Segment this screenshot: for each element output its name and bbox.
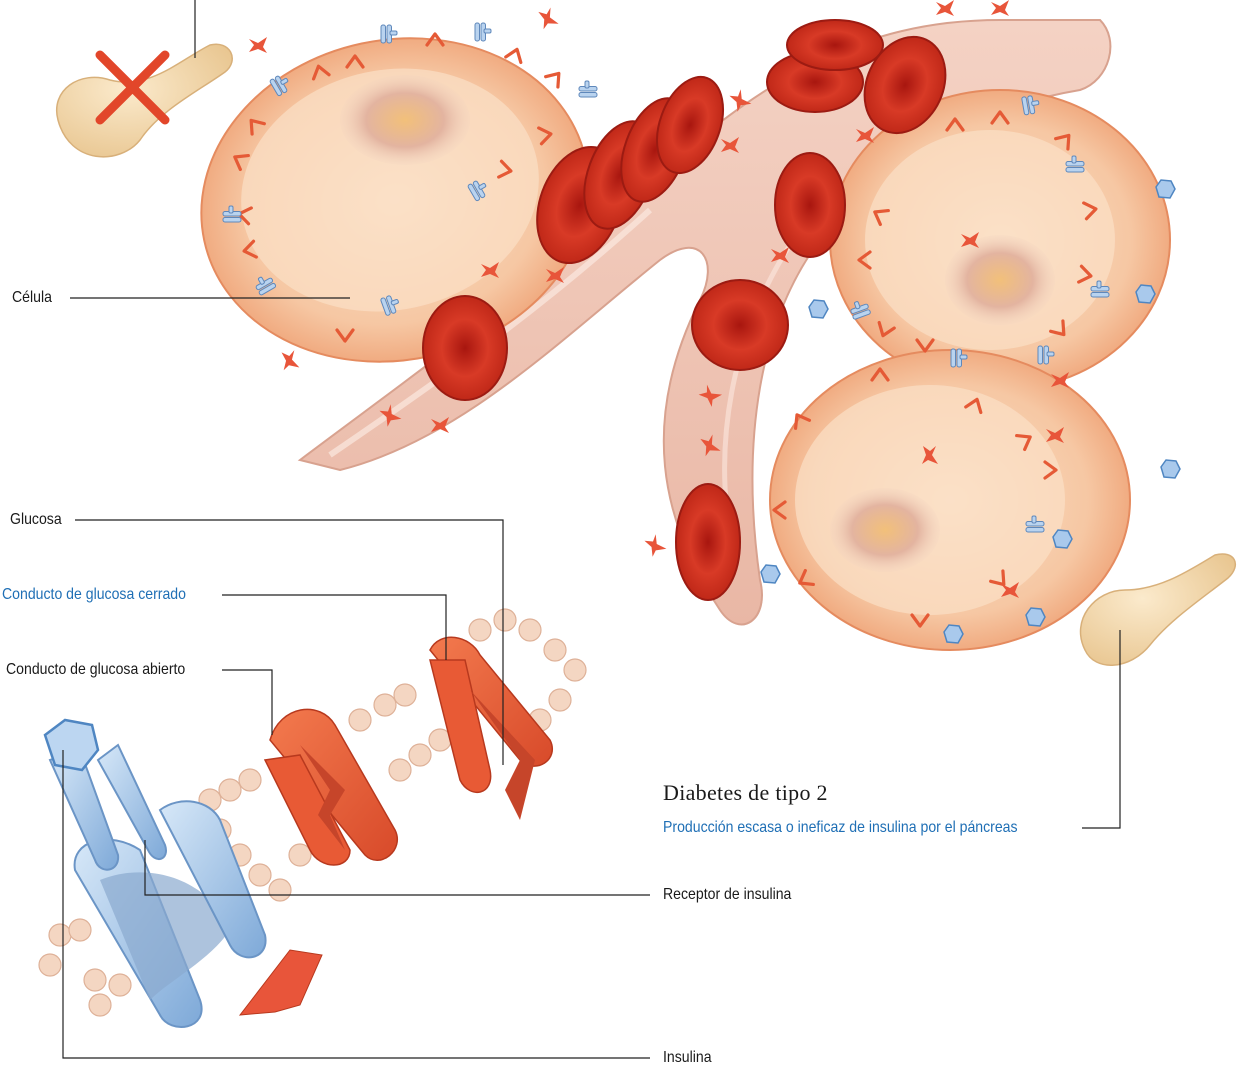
cell-right-lower [770, 350, 1130, 650]
nucleus [830, 488, 940, 572]
nucleus [945, 235, 1055, 325]
insulin-receptor-3d [45, 720, 266, 1027]
label-glucose: Glucosa [10, 511, 62, 529]
nucleus [340, 75, 470, 165]
label-open-glucose-channel: Conducto de glucosa abierto [6, 661, 185, 679]
cell-right-upper [830, 90, 1170, 390]
pancreas-nonfunctional [57, 44, 233, 157]
glucose-channel-open [265, 709, 397, 865]
diagram-title: Diabetes de tipo 2 [663, 780, 828, 806]
label-cell: Célula [12, 289, 52, 307]
glucose-channel-closed [430, 637, 552, 820]
label-closed-glucose-channel: Conducto de glucosa cerrado [2, 586, 186, 604]
glucose-molecule [240, 950, 322, 1015]
label-insulin: Insulina [663, 1049, 712, 1067]
label-insulin-receptor: Receptor de insulina [663, 886, 791, 904]
diagram-subtitle: Producción escasa o ineficaz de insulina… [663, 819, 1018, 837]
insulin-bound [45, 720, 98, 770]
